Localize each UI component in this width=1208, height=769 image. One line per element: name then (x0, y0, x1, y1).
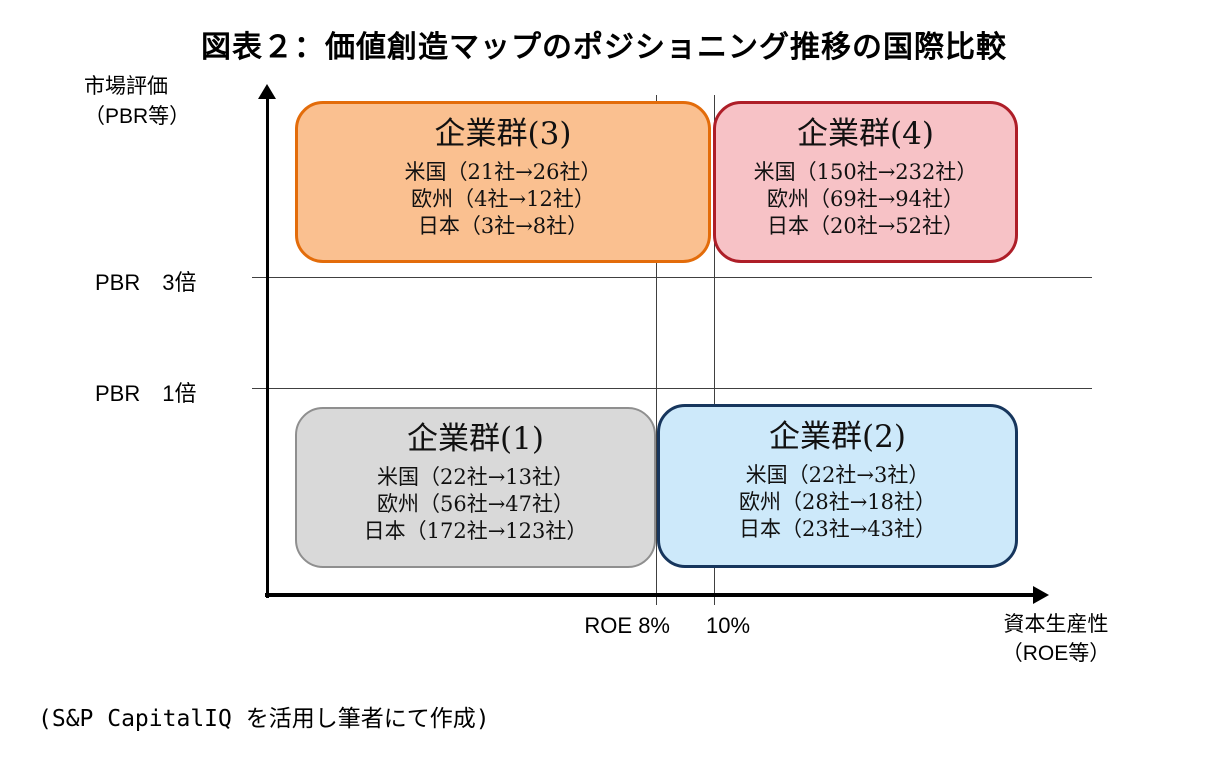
pbr-1x-gridline (252, 388, 1092, 389)
y-tick-pbr-3x: PBR 3倍 (95, 270, 197, 295)
y-axis-arrowhead-icon (258, 84, 276, 99)
y-axis-label-line2: （PBR等） (84, 105, 191, 128)
group2-title: 企業群(2) (769, 419, 906, 455)
group2-line-us: 米国（22社→3社） (745, 463, 930, 487)
roe-8pct-gridline (656, 95, 657, 605)
group1-line-europe: 欧州（56社→47社） (376, 492, 575, 516)
y-axis-line (266, 96, 269, 598)
y-tick-pbr-1x: PBR 1倍 (95, 381, 197, 406)
x-axis-label-line2: （ROE等） (1001, 642, 1111, 665)
figure-title: 図表２：価値創造マップのポジショニング推移の国際比較 (201, 31, 1007, 64)
group2-line-japan: 日本（23社→43社） (738, 517, 937, 541)
group3-title: 企業群(3) (434, 116, 572, 152)
group4-box: 企業群(4) 米国（150社→232社） 欧州（69社→94社） 日本（20社→… (713, 101, 1018, 263)
group1-title: 企業群(1) (407, 421, 544, 457)
group2-line-europe: 欧州（28社→18社） (738, 490, 937, 514)
group1-line-us: 米国（22社→13社） (376, 465, 575, 489)
group1-counts: 米国（22社→13社） 欧州（56社→47社） 日本（172社→123社） (297, 464, 654, 545)
roe-10pct-gridline (714, 95, 715, 605)
x-axis-line (265, 593, 1035, 597)
group3-line-europe: 欧州（4社→12社） (411, 187, 595, 211)
x-axis-arrowhead-icon (1033, 586, 1049, 604)
y-axis-label: 市場評価 （PBR等） (84, 72, 190, 132)
group3-line-japan: 日本（3社→8社） (417, 214, 589, 238)
group3-counts: 米国（21社→26社） 欧州（4社→12社） 日本（3社→8社） (298, 159, 708, 240)
x-axis-label-line1: 資本生産性 (1003, 613, 1109, 636)
x-tick-roe-8pct: ROE 8% (584, 613, 670, 638)
pbr-3x-gridline (252, 277, 1092, 278)
group2-counts: 米国（22社→3社） 欧州（28社→18社） 日本（23社→43社） (660, 462, 1015, 543)
group4-line-us: 米国（150社→232社） (753, 160, 978, 184)
group3-line-us: 米国（21社→26社） (404, 160, 602, 184)
group4-line-europe: 欧州（69社→94社） (766, 187, 965, 211)
group1-box: 企業群(1) 米国（22社→13社） 欧州（56社→47社） 日本（172社→1… (295, 407, 656, 568)
group3-box: 企業群(3) 米国（21社→26社） 欧州（4社→12社） 日本（3社→8社） (295, 101, 711, 263)
group2-box: 企業群(2) 米国（22社→3社） 欧州（28社→18社） 日本（23社→43社… (657, 404, 1018, 568)
x-tick-10pct: 10% (705, 613, 751, 638)
x-axis-label: 資本生産性 （ROE等） (980, 610, 1132, 668)
y-axis-label-line1: 市場評価 (84, 75, 168, 98)
group4-title: 企業群(4) (797, 116, 934, 152)
source-note: (S&P CapitalIQ を活用し筆者にて作成) (38, 706, 490, 732)
group1-line-japan: 日本（172社→123社） (363, 519, 588, 543)
group4-line-japan: 日本（20社→52社） (766, 214, 965, 238)
group4-counts: 米国（150社→232社） 欧州（69社→94社） 日本（20社→52社） (716, 159, 1015, 240)
